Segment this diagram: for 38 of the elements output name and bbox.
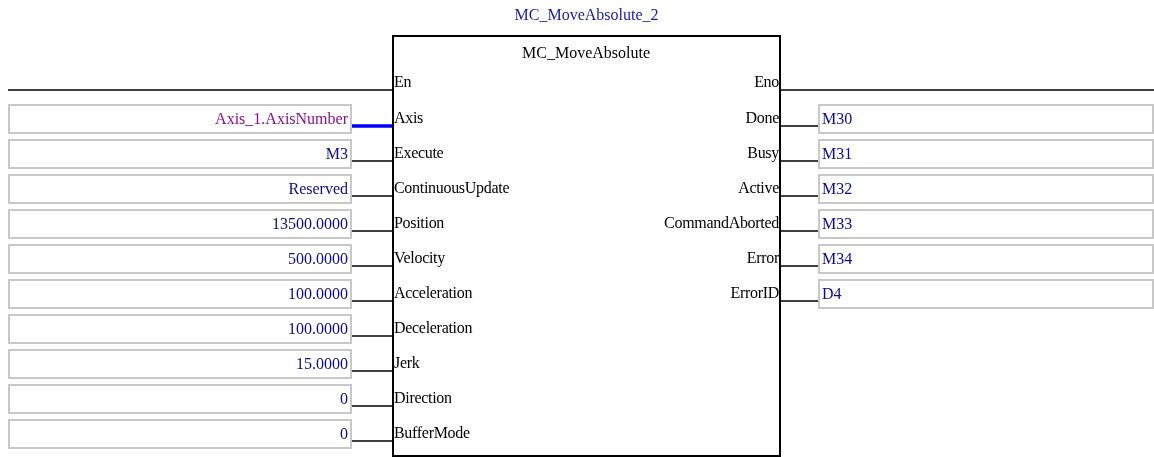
pin-label: BufferMode (394, 423, 470, 443)
value-field: M3 (8, 139, 352, 169)
value-field: M33 (818, 209, 1154, 239)
value-field: Reserved (8, 174, 352, 204)
value-field: M32 (818, 174, 1154, 204)
value-field: 100.0000 (8, 314, 352, 344)
pin-label: CommandAborted (664, 213, 779, 233)
value-field: M31 (818, 139, 1154, 169)
block-type-name: MC_MoveAbsolute (521, 44, 651, 62)
pin-label: Eno (754, 72, 779, 92)
pin-label: Position (394, 213, 445, 233)
pin-label: Axis (394, 108, 424, 128)
pin-label: En (394, 72, 412, 92)
pin-label: Done (745, 108, 779, 128)
pin-label: Active (738, 178, 779, 198)
wire (352, 124, 394, 128)
value-field: Axis_1.AxisNumber (8, 104, 352, 134)
pin-label: Direction (394, 388, 452, 408)
value-field: M34 (818, 244, 1154, 274)
instance-name: MC_MoveAbsolute_2 (513, 6, 660, 24)
value-field: 100.0000 (8, 279, 352, 309)
value-field: 0 (8, 419, 352, 449)
pin-label: Error (746, 248, 779, 268)
pin-label: ErrorID (730, 283, 779, 303)
value-field: 15.0000 (8, 349, 352, 379)
pin-label: Jerk (394, 353, 420, 373)
value-field: 13500.0000 (8, 209, 352, 239)
pin-label: Acceleration (394, 283, 473, 303)
pin-label: Busy (747, 143, 779, 163)
function-block (392, 35, 781, 457)
value-field: M30 (818, 104, 1154, 134)
pin-label: Deceleration (394, 318, 473, 338)
pin-label: ContinuousUpdate (394, 178, 510, 198)
pin-label: Velocity (394, 248, 445, 268)
value-field: D4 (818, 279, 1154, 309)
value-field: 0 (8, 384, 352, 414)
pin-label: Execute (394, 143, 444, 163)
value-field: 500.0000 (8, 244, 352, 274)
